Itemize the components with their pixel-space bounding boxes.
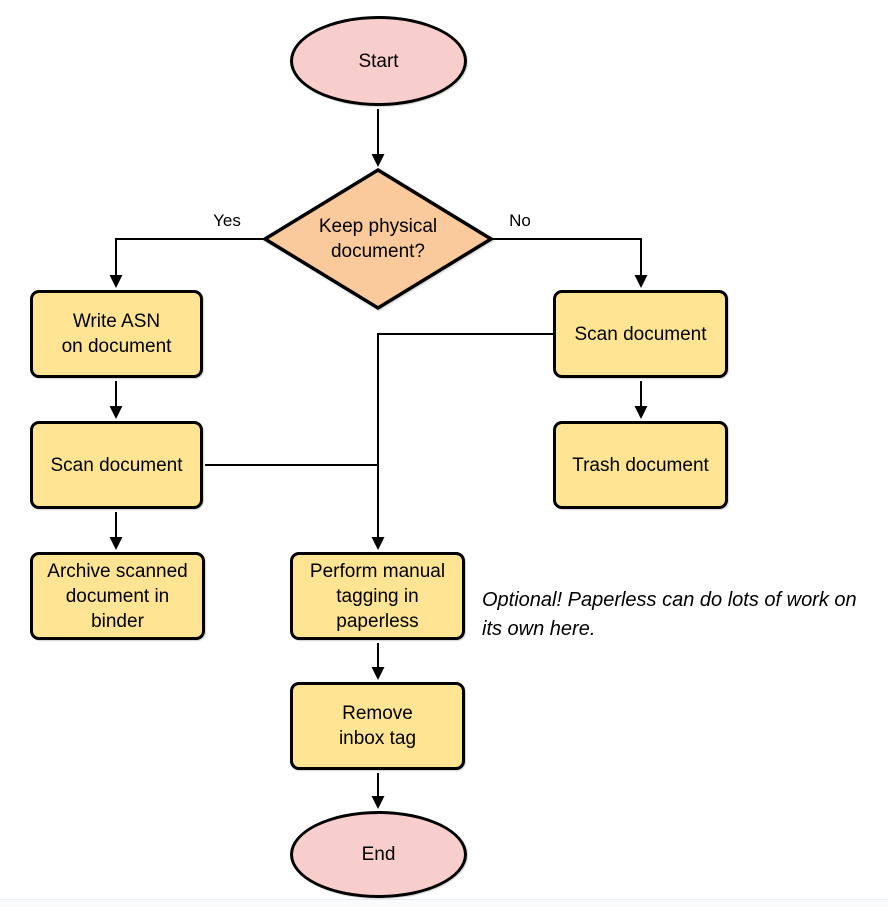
node-start: Start [290, 16, 467, 106]
node-end: End [290, 811, 467, 898]
node-remove-inbox-tag: Remove inbox tag [290, 682, 465, 770]
page-bottom-border [0, 899, 888, 907]
edge-label-yes: Yes [213, 211, 241, 230]
node-scan-document-left: Scan document [30, 421, 203, 509]
node-scan-document-right: Scan document [553, 290, 728, 378]
edge-label-no: No [509, 211, 531, 230]
edge-decision-no-to-scan-right [490, 238, 648, 288]
annotation-note: Optional! Paperless can do lots of work … [482, 589, 857, 640]
edge-decision-yes-to-write-asn [109, 238, 266, 288]
node-trash-document: Trash document [553, 421, 728, 509]
node-perform-manual-tagging: Perform manual tagging in paperless [290, 552, 465, 640]
node-decision-label: Keep physical document? [318, 216, 438, 262]
node-archive-scanned-document: Archive scanned document in binder [30, 552, 205, 640]
node-write-asn: Write ASN on document [30, 290, 203, 378]
edge-scan-right-to-perform-tagging [371, 333, 553, 550]
